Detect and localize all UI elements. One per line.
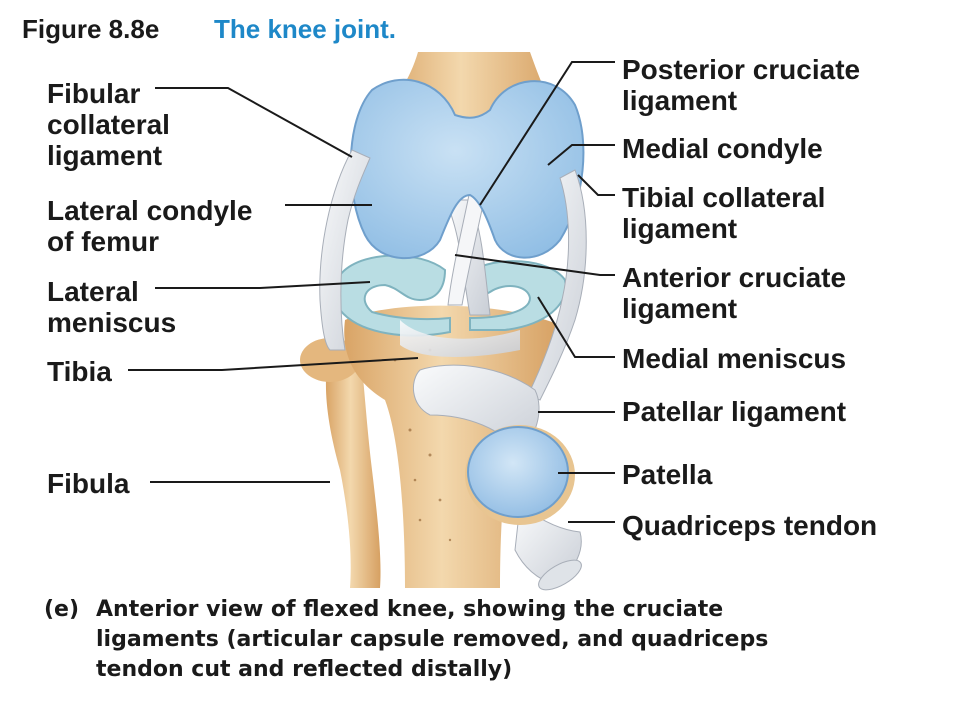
figure-title: The knee joint. (214, 14, 397, 44)
leader-lateral-meniscus (155, 281, 371, 289)
label-lateral-meniscus: Lateral meniscus (47, 276, 177, 338)
leader-medial-meniscus (537, 296, 615, 358)
label-tibia: Tibia (47, 356, 112, 387)
caption-text-1: Anterior view of flexed knee, showing th… (96, 597, 724, 622)
leader-tibia (128, 357, 419, 371)
caption-line-2: ligaments (articular capsule removed, an… (96, 627, 769, 652)
figure-caption: (e) Anterior view of flexed knee, showing… (44, 595, 768, 685)
leader-tibial-collateral (577, 174, 615, 196)
label-medial-condyle: Medial condyle (622, 133, 823, 164)
tendon-cut-end (538, 559, 582, 591)
label-tibial-collateral-ligament: Tibial collateral ligament (622, 182, 826, 244)
label-medial-meniscus: Medial meniscus (622, 343, 847, 374)
posterior-cruciate (447, 189, 486, 306)
leader-anterior-cruciate (454, 254, 615, 276)
leader-medial-condyle (547, 144, 615, 166)
label-patellar-ligament: Patellar ligament (622, 396, 847, 427)
label-lateral-condyle-of-femur: Lateral condyle of femur (47, 195, 253, 257)
label-fibular-collateral-ligament: Fibular collateral ligament (47, 78, 170, 171)
label-posterior-cruciate-ligament: Posterior cruciate ligament (622, 54, 861, 116)
caption-line-3: tendon cut and reflected distally) (96, 657, 513, 682)
fibular-collateral (319, 149, 371, 351)
figure-label: Figure 8.8e (22, 14, 160, 44)
caption-tag: (e) (44, 597, 80, 622)
femoral-condyles (349, 78, 585, 260)
patella-cartilage (467, 426, 569, 518)
leader-lines (128, 61, 615, 523)
label-anterior-cruciate-ligament: Anterior cruciate ligament (622, 262, 847, 324)
lateral-meniscus (339, 254, 451, 337)
fibula-bone (325, 350, 381, 588)
label-quadriceps-tendon: Quadriceps tendon (622, 510, 878, 541)
label-patella: Patella (622, 459, 713, 490)
leader-posterior-cruciate (479, 61, 615, 206)
leader-fibular-collateral (155, 87, 353, 158)
caption-line-1: (e) Anterior view of flexed knee, showing… (44, 595, 768, 625)
label-fibula: Fibula (47, 468, 130, 499)
capsule-fibres (400, 320, 520, 357)
